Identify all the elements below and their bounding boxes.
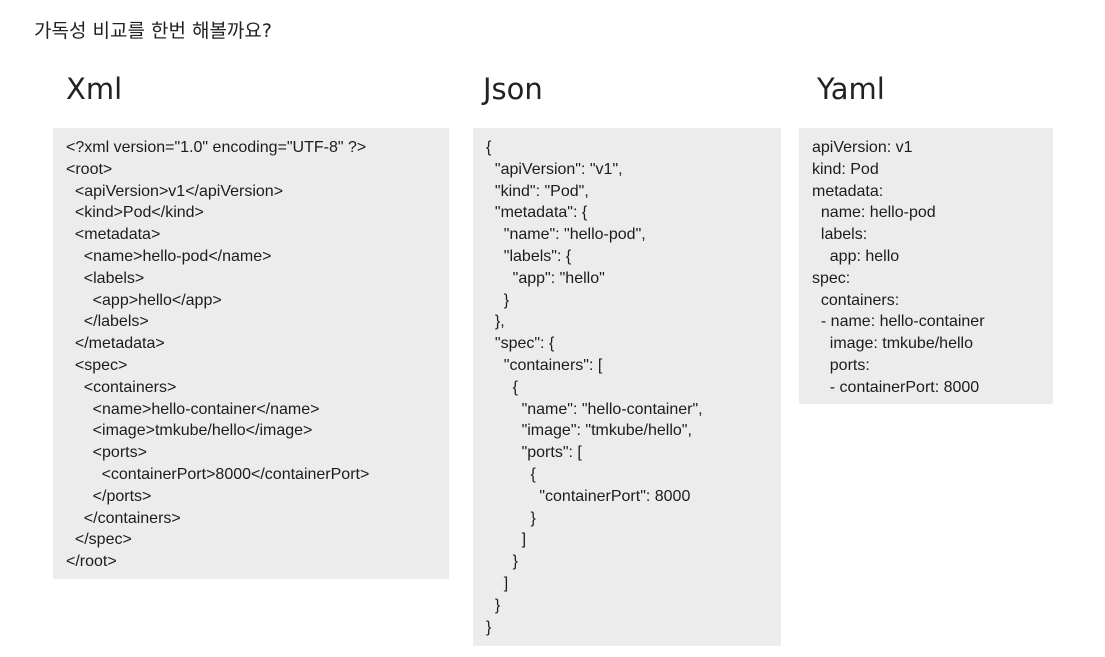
- json-code-line: "image": "tmkube/hello",: [486, 422, 692, 440]
- json-code-block: { "apiVersion": "v1", "kind": "Pod", "me…: [473, 128, 781, 646]
- json-code-line: "containerPort": 8000: [486, 487, 691, 505]
- xml-code-line: </containers>: [66, 509, 181, 527]
- yaml-code-line: app: hello: [812, 247, 900, 265]
- json-code-line: "name": "hello-pod",: [486, 226, 646, 244]
- json-code-line: "labels": {: [486, 247, 572, 265]
- json-code-line: "kind": "Pod",: [486, 182, 589, 200]
- xml-code-line: <image>tmkube/hello</image>: [66, 422, 313, 440]
- xml-code-line: </metadata>: [66, 335, 165, 353]
- yaml-code-line: apiVersion: v1: [812, 139, 913, 156]
- xml-code-line: <metadata>: [66, 226, 161, 244]
- xml-code-line: <name>hello-pod</name>: [66, 247, 272, 265]
- xml-code-line: <kind>Pod</kind>: [66, 204, 204, 222]
- yaml-code-line: metadata:: [812, 182, 884, 200]
- xml-code-line: </labels>: [66, 313, 149, 331]
- xml-code-line: <app>hello</app>: [66, 291, 222, 309]
- json-code-line: }: [486, 509, 536, 527]
- yaml-column-title: Yaml: [817, 72, 885, 106]
- json-code-line: {: [486, 378, 519, 396]
- yaml-code-line: name: hello-pod: [812, 204, 936, 222]
- yaml-code-line: containers:: [812, 291, 900, 309]
- yaml-code-line: kind: Pod: [812, 160, 879, 178]
- xml-code-line: <name>hello-container</name>: [66, 400, 320, 418]
- xml-code-line: <root>: [66, 160, 113, 178]
- yaml-code-line: labels:: [812, 226, 868, 244]
- xml-code-line: <containers>: [66, 378, 177, 396]
- xml-code-line: </ports>: [66, 487, 152, 505]
- json-code-line: {: [486, 139, 492, 156]
- xml-code-line: <?xml version="1.0" encoding="UTF-8" ?>: [66, 139, 367, 156]
- json-code-line: "spec": {: [486, 335, 555, 353]
- xml-code-line: <ports>: [66, 444, 147, 462]
- json-code-line: "metadata": {: [486, 204, 588, 222]
- json-code-line: "apiVersion": "v1",: [486, 160, 623, 178]
- json-code-line: ]: [486, 531, 527, 549]
- xml-code-line: </spec>: [66, 531, 132, 549]
- json-code-line: },: [486, 313, 505, 331]
- json-code-line: "ports": [: [486, 444, 582, 462]
- json-code-line: {: [486, 465, 536, 483]
- json-code-line: "containers": [: [486, 356, 603, 374]
- json-code-line: }: [486, 291, 510, 309]
- xml-code-line: <apiVersion>v1</apiVersion>: [66, 182, 284, 200]
- json-code-line: "app": "hello": [486, 269, 605, 287]
- xml-code-line: <containerPort>8000</containerPort>: [66, 465, 370, 483]
- json-code-line: ]: [486, 574, 509, 592]
- yaml-code-line: - name: hello-container: [812, 313, 985, 331]
- json-code-line: }: [486, 596, 501, 614]
- page-title: 가독성 비교를 한번 해볼까요?: [34, 20, 272, 42]
- xml-code-line: <labels>: [66, 269, 145, 287]
- json-column-title: Json: [483, 72, 543, 106]
- yaml-code-line: ports:: [812, 356, 870, 374]
- json-code-line: }: [486, 618, 492, 636]
- yaml-code-block: apiVersion: v1 kind: Pod metadata: name: h…: [799, 128, 1053, 404]
- xml-column-title: Xml: [66, 72, 123, 106]
- yaml-code-line: - containerPort: 8000: [812, 378, 980, 396]
- yaml-code-line: image: tmkube/hello: [812, 335, 973, 353]
- xml-code-line: </root>: [66, 553, 117, 571]
- json-code-line: "name": "hello-container",: [486, 400, 703, 418]
- xml-code-line: <spec>: [66, 356, 128, 374]
- json-code-line: }: [486, 553, 519, 571]
- xml-code-block: <?xml version="1.0" encoding="UTF-8" ?> <…: [53, 128, 449, 579]
- yaml-code-line: spec:: [812, 269, 851, 287]
